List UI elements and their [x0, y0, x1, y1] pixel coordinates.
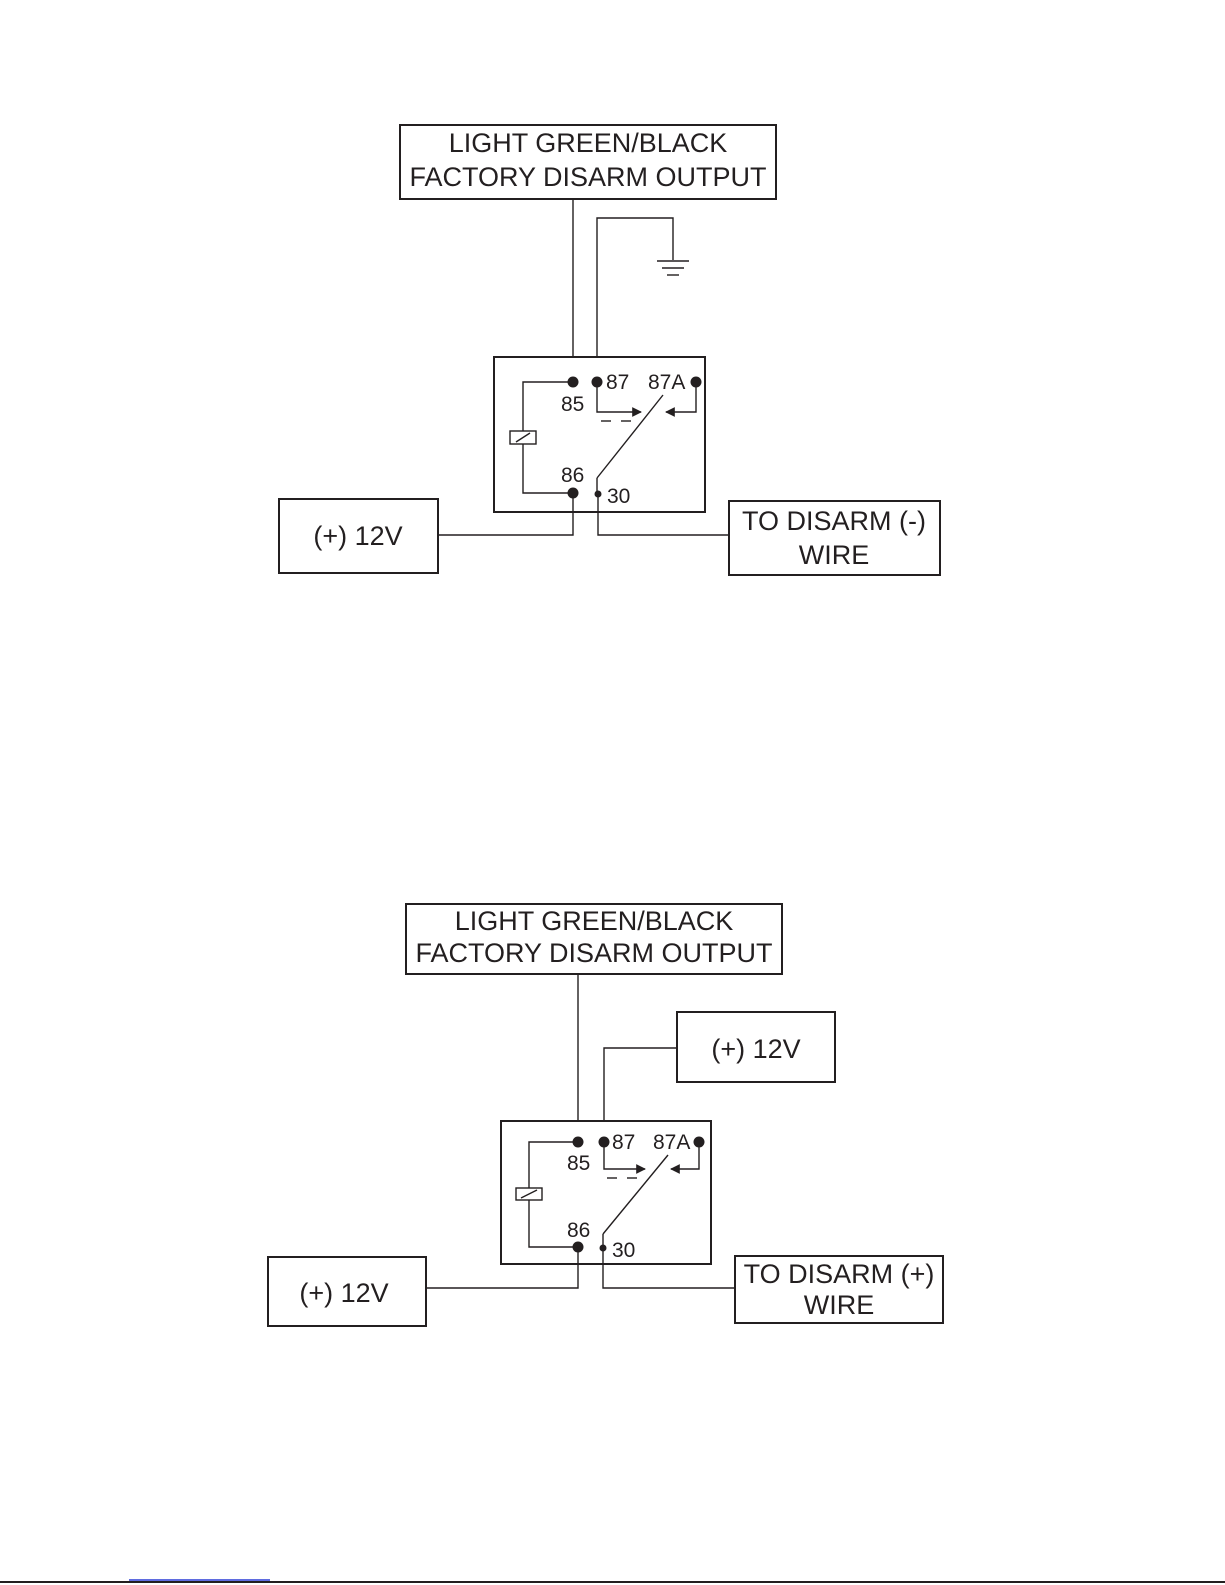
factory-disarm-label-line1: LIGHT GREEN/BLACK: [455, 906, 734, 936]
to-disarm-label-line2: WIRE: [804, 1290, 875, 1320]
relay: 85 87 87A 86 30: [494, 357, 705, 512]
diagram-disarm-negative: LIGHT GREEN/BLACK FACTORY DISARM OUTPUT: [279, 125, 940, 575]
pin-87-label: 87: [606, 371, 629, 394]
supply-12v-label: (+) 12V: [313, 521, 402, 551]
relay: 85 87 87A 86 30: [501, 1121, 711, 1264]
relay-coil-icon: [516, 1188, 542, 1200]
pin-87-dot: [592, 377, 603, 388]
supply-12v-box: (+) 12V: [279, 499, 438, 573]
pin-86-label: 86: [561, 464, 584, 487]
to-disarm-positive-box: TO DISARM (+) WIRE: [735, 1256, 943, 1323]
pin-87-dot: [599, 1137, 610, 1148]
factory-disarm-output-box: LIGHT GREEN/BLACK FACTORY DISARM OUTPUT: [406, 904, 782, 974]
to-disarm-label-line1: TO DISARM (-): [742, 506, 926, 536]
ground-icon: [657, 261, 689, 275]
to-disarm-negative-box: TO DISARM (-) WIRE: [729, 501, 940, 575]
to-disarm-label-line2: WIRE: [799, 540, 870, 570]
diagram-disarm-positive: LIGHT GREEN/BLACK FACTORY DISARM OUTPUT …: [268, 904, 943, 1326]
pin-30-label: 30: [612, 1239, 635, 1262]
factory-disarm-label-line1: LIGHT GREEN/BLACK: [449, 128, 728, 158]
pin-87a-label: 87A: [648, 371, 685, 394]
pin-85-dot: [568, 377, 579, 388]
pin-85-label: 85: [561, 393, 584, 416]
pin-87a-label: 87A: [653, 1131, 690, 1154]
pin-86-label: 86: [567, 1219, 590, 1242]
to-disarm-label-line1: TO DISARM (+): [744, 1259, 935, 1289]
pin-85-label: 85: [567, 1152, 590, 1175]
factory-disarm-label-line2: FACTORY DISARM OUTPUT: [415, 938, 772, 968]
factory-disarm-label-line2: FACTORY DISARM OUTPUT: [409, 162, 766, 192]
supply-12v-box: (+) 12V: [268, 1257, 426, 1326]
source-12v-label: (+) 12V: [711, 1034, 800, 1064]
pin-85-dot: [573, 1137, 584, 1148]
pin-87-label: 87: [612, 1131, 635, 1154]
factory-disarm-output-box: LIGHT GREEN/BLACK FACTORY DISARM OUTPUT: [400, 125, 776, 199]
pin-87a-dot: [694, 1137, 705, 1148]
relay-coil-icon: [510, 431, 536, 444]
pin-30-label: 30: [607, 485, 630, 508]
pin-87a-dot: [691, 377, 702, 388]
source-12v-box: (+) 12V: [677, 1012, 835, 1082]
supply-12v-label: (+) 12V: [299, 1278, 388, 1308]
